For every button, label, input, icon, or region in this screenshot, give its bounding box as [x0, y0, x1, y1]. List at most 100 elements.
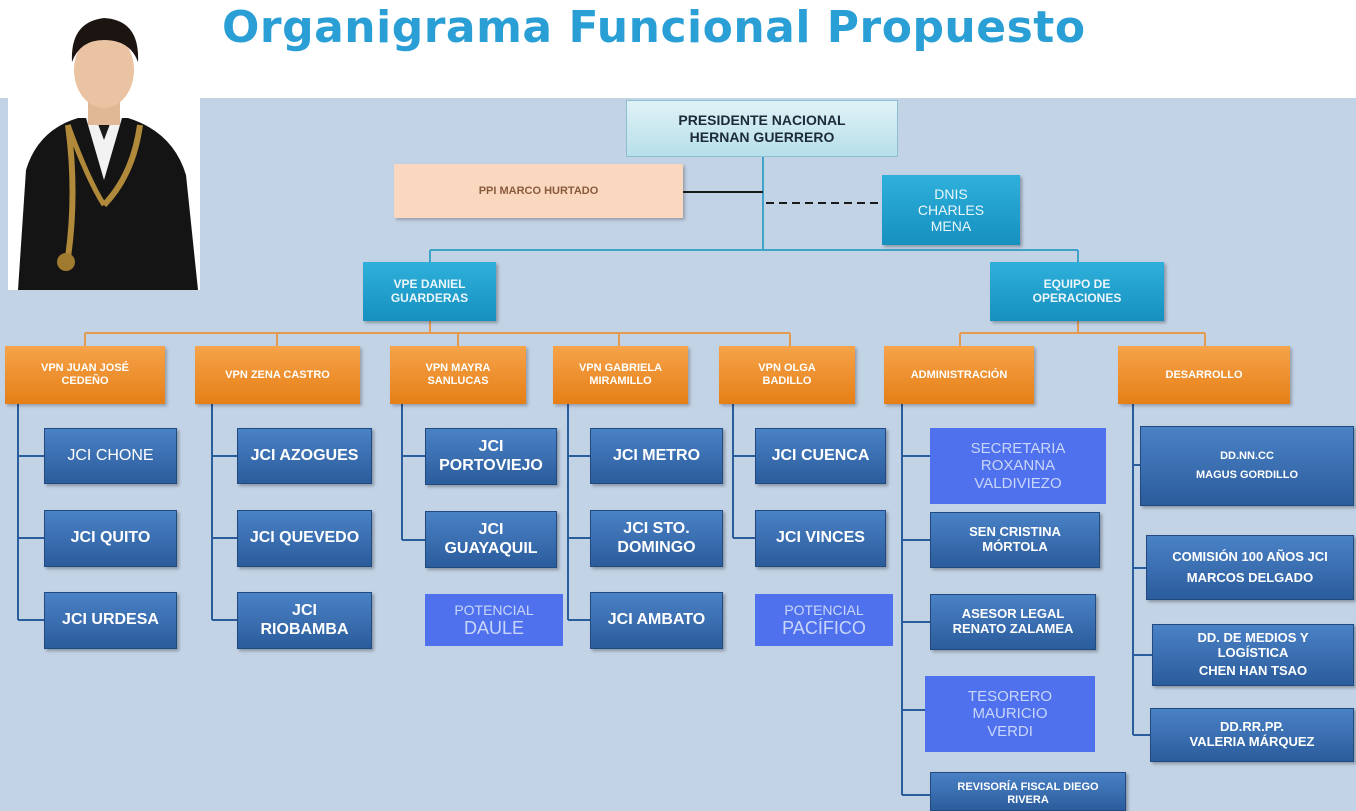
vpe-line1: VPE DANIEL	[393, 276, 466, 291]
potential-chapter-box: POTENCIAL PACÍFICO	[755, 594, 893, 646]
vpn-line1: VPN OLGA	[758, 362, 816, 375]
chapter-box: JCI STO. DOMINGO	[590, 510, 723, 567]
vpn-line2: CEDEÑO	[61, 375, 109, 387]
chapter-label: JCI CHONE	[67, 446, 154, 464]
development-member-box: DD.RR.PP. VALERIA MÁRQUEZ	[1150, 708, 1354, 762]
president-name: HERNAN GUERRERO	[689, 128, 835, 145]
vpn-line1: VPN MAYRA	[425, 362, 491, 375]
admin-member-role: ASESOR LEGAL	[961, 606, 1065, 622]
chapter-label-line1: JCI	[478, 521, 504, 539]
dnis-box: DNIS CHARLES MENA	[882, 175, 1020, 245]
chapter-label-line2: PACÍFICO	[782, 617, 866, 638]
dnis-line3: MENA	[930, 218, 972, 235]
admin-member-role: TESORERO	[967, 688, 1053, 706]
chapter-box: JCI URDESA	[44, 592, 177, 649]
chapter-label-line2: GUAYAQUIL	[444, 539, 538, 557]
chapter-box: JCI AMBATO	[590, 592, 723, 649]
development-member-box: COMISIÓN 100 AÑOS JCI MARCOS DELGADO	[1146, 535, 1354, 600]
potential-chapter-box: POTENCIAL DAULE	[425, 594, 563, 646]
chapter-label-line1: JCI	[292, 602, 317, 620]
admin-member-name: MAURICIO	[972, 705, 1048, 723]
page-title: Organigrama Funcional Propuesto	[222, 2, 1086, 53]
vpe-line2: GUARDERAS	[390, 290, 469, 305]
ppi-label: PPI MARCO HURTADO	[478, 184, 599, 197]
development-member-name: CHEN HAN TSAO	[1198, 663, 1308, 679]
vpn-line2: SANLUCAS	[427, 375, 489, 387]
chapter-label-line2: PORTOVIEJO	[439, 456, 543, 474]
development-member-role: DD. DE MEDIOS Y	[1197, 629, 1309, 645]
admin-member-name: VALDIVIEZO	[974, 474, 1062, 492]
development-member-role: COMISIÓN 100 AÑOS JCI	[1172, 548, 1328, 564]
development-member-name: MARCOS DELGADO	[1186, 569, 1314, 585]
operations-line1: EQUIPO DE	[1043, 276, 1111, 291]
admin-member-role: REVISORÍA FISCAL DIEGO	[957, 781, 1099, 793]
admin-member-name: RENATO ZALAMEA	[952, 621, 1074, 636]
vpn-line1: VPN GABRIELA	[578, 362, 663, 375]
chapter-label-line2: DAULE	[463, 617, 525, 638]
chapter-label-line1: POTENCIAL	[454, 601, 534, 618]
president-title: PRESIDENTE NACIONAL	[678, 112, 846, 129]
vpe-box: VPE DANIEL GUARDERAS	[363, 262, 496, 321]
chapter-label-line2: DOMINGO	[617, 538, 696, 556]
dnis-line2: CHARLES	[917, 201, 985, 218]
admin-member-role: SECRETARIA	[970, 440, 1066, 458]
development-box: DESARROLLO	[1118, 346, 1290, 404]
development-member-name: VALERIA MÁRQUEZ	[1189, 734, 1315, 749]
admin-member-name: RIVERA	[1007, 793, 1049, 806]
development-member-box: DD.NN.CC MAGUS GORDILLO	[1140, 426, 1354, 506]
admin-member-name: VERDI	[987, 722, 1033, 740]
chapter-box: JCI GUAYAQUIL	[425, 511, 557, 568]
operations-line2: OPERACIONES	[1032, 290, 1122, 305]
vpn-box: VPN GABRIELA MIRAMILLO	[553, 346, 688, 404]
development-label: DESARROLLO	[1165, 368, 1243, 381]
chapter-box: JCI CUENCA	[755, 428, 886, 484]
chapter-box: JCI PORTOVIEJO	[425, 428, 557, 485]
chapter-label: JCI CUENCA	[771, 446, 870, 464]
development-member-role: LOGÍSTICA	[1217, 644, 1289, 660]
chapter-box: JCI METRO	[590, 428, 723, 484]
admin-member-name: ROXANNA	[980, 457, 1056, 475]
vpn-line2: BADILLO	[762, 375, 812, 387]
admin-member-box: TESORERO MAURICIO VERDI	[925, 676, 1095, 752]
vpn-line2: MIRAMILLO	[589, 375, 652, 387]
chapter-box: JCI QUEVEDO	[237, 510, 372, 567]
chapter-label-line1: POTENCIAL	[784, 601, 864, 618]
development-member-role: DD.RR.PP.	[1219, 719, 1285, 735]
dnis-line1: DNIS	[934, 185, 968, 202]
chapter-label: JCI URDESA	[62, 611, 159, 629]
admin-member-box: REVISORÍA FISCAL DIEGO RIVERA	[930, 772, 1126, 811]
chapter-label-line2: RIOBAMBA	[260, 620, 349, 638]
chapter-label-line1: JCI	[478, 438, 504, 456]
development-member-name: MAGUS GORDILLO	[1195, 469, 1299, 481]
chapter-box: JCI QUITO	[44, 510, 177, 567]
admin-member-role: SEN CRISTINA	[969, 524, 1061, 540]
vpn-box: VPN OLGA BADILLO	[719, 346, 855, 404]
development-member-box: DD. DE MEDIOS Y LOGÍSTICA CHEN HAN TSAO	[1152, 624, 1354, 686]
vpn-line1: VPN ZENA CASTRO	[225, 368, 330, 381]
vpn-box: VPN ZENA CASTRO	[195, 346, 360, 404]
development-member-role: DD.NN.CC	[1220, 450, 1274, 463]
chapter-label: JCI AMBATO	[607, 611, 706, 629]
chapter-label: JCI AZOGUES	[250, 446, 359, 464]
admin-member-box: SEN CRISTINA MÓRTOLA	[930, 512, 1100, 568]
chapter-label: JCI VINCES	[776, 529, 865, 547]
chapter-box: JCI CHONE	[44, 428, 177, 484]
chapter-label-line1: JCI STO.	[623, 520, 690, 538]
chapter-box: JCI VINCES	[755, 510, 886, 567]
vpn-box: VPN JUAN JOSÉ CEDEÑO	[5, 346, 165, 404]
vpn-box: VPN MAYRA SANLUCAS	[390, 346, 526, 404]
chapter-label: JCI QUITO	[70, 529, 151, 547]
person-photo	[8, 0, 200, 290]
admin-member-box: SECRETARIA ROXANNA VALDIVIEZO	[930, 428, 1106, 504]
chapter-box: JCI RIOBAMBA	[237, 592, 372, 649]
operations-box: EQUIPO DE OPERACIONES	[990, 262, 1164, 321]
chapter-label: JCI METRO	[612, 446, 701, 464]
chapter-box: JCI AZOGUES	[237, 428, 372, 484]
ppi-box: PPI MARCO HURTADO	[394, 164, 683, 218]
administration-label: ADMINISTRACIÓN	[910, 368, 1008, 381]
chapter-label: JCI QUEVEDO	[249, 529, 360, 547]
admin-member-name: MÓRTOLA	[982, 539, 1048, 554]
vpn-line1: VPN JUAN JOSÉ	[40, 362, 130, 375]
administration-box: ADMINISTRACIÓN	[884, 346, 1034, 404]
admin-member-box: ASESOR LEGAL RENATO ZALAMEA	[930, 594, 1096, 650]
